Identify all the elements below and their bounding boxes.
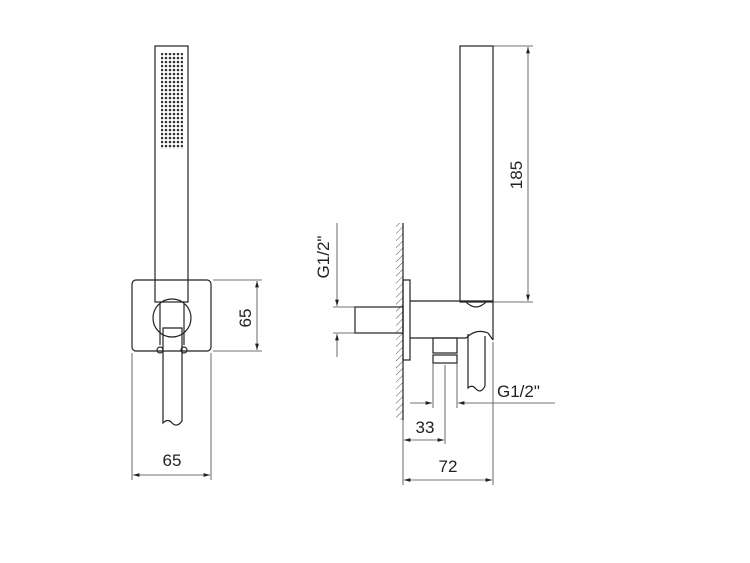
holder-pin xyxy=(180,346,188,354)
dim-label: 33 xyxy=(416,418,435,437)
dimension-inlet-thread: G1/2" xyxy=(314,223,355,357)
hose xyxy=(162,327,183,426)
dimension-outlet-thread: G1/2" xyxy=(410,363,555,408)
hand-shower-handle xyxy=(459,45,494,303)
dimension-plate-height: 65 xyxy=(213,279,262,352)
spray-nozzles xyxy=(161,53,183,149)
dim-label: 185 xyxy=(507,161,526,189)
side-view: 185 G1/2" G1/2" 33 72 xyxy=(314,45,555,485)
holder-pin xyxy=(156,346,164,354)
wall-hatch xyxy=(396,223,403,420)
hand-shower-handle xyxy=(154,45,189,303)
inlet-pipe xyxy=(354,306,404,334)
outlet-nut-lower xyxy=(432,354,458,364)
holder-arms xyxy=(159,304,185,345)
holder-cup xyxy=(465,301,487,308)
holder-body xyxy=(410,300,494,341)
dimension-handle-length: 185 xyxy=(493,45,533,303)
dim-label: 65 xyxy=(163,451,182,470)
dimension-plate-width: 65 xyxy=(131,353,212,480)
dim-label: 72 xyxy=(439,457,458,476)
wall-plate xyxy=(131,279,212,352)
flange xyxy=(402,279,411,361)
front-view: 65 65 xyxy=(131,45,262,480)
dim-label: G1/2" xyxy=(314,236,333,279)
dimension-outlet-offset: 33 xyxy=(402,342,494,485)
outlet-nut xyxy=(432,337,458,354)
dimension-total-depth: 72 xyxy=(404,457,492,482)
hose xyxy=(467,334,486,392)
holder-circle xyxy=(152,298,192,338)
dim-label: 65 xyxy=(236,309,255,328)
dim-label: G1/2" xyxy=(497,382,540,401)
